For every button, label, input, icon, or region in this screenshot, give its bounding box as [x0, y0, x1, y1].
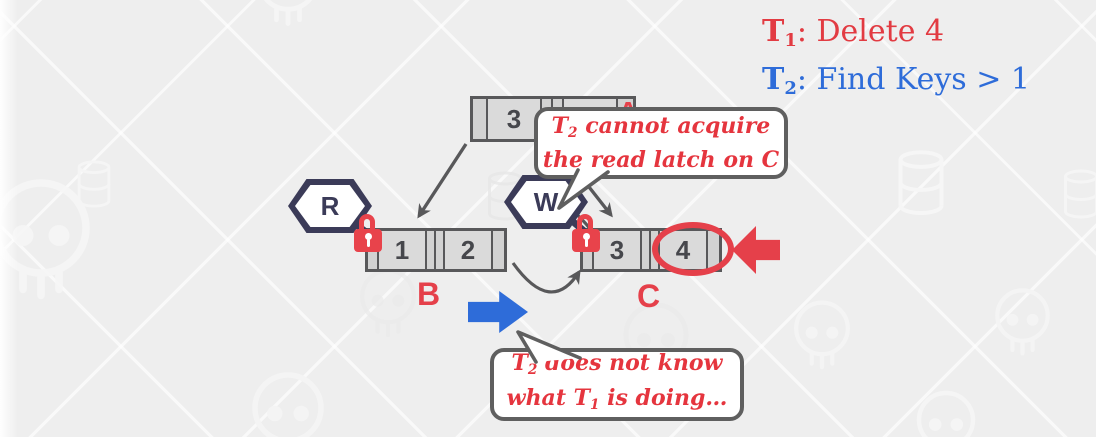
lock-keyhole	[583, 233, 590, 240]
lock-keyhole-stem	[366, 239, 371, 247]
lock-keyhole	[365, 233, 372, 240]
lock-shackle	[577, 214, 593, 232]
callout-cannot-acquire: T2 cannot acquire the read latch on C	[534, 107, 788, 179]
pointer-cell	[473, 99, 488, 139]
padlock-icon	[572, 214, 602, 252]
padlock-icon	[354, 214, 384, 252]
transaction-1-line: T1: Delete 4	[762, 12, 1030, 60]
callout-top-tail	[557, 168, 610, 210]
node-label-b: B	[417, 276, 441, 312]
t2-name: T	[762, 62, 785, 98]
key-cell: 1	[379, 231, 427, 269]
t1-action: : Delete 4	[796, 14, 945, 49]
callout-text: cannot acquire	[577, 113, 771, 140]
pointer-cell	[493, 231, 504, 269]
key-cell: 2	[445, 231, 493, 269]
callout-t: T	[551, 113, 569, 140]
callout-t-subscript: 2	[527, 362, 538, 379]
callout-text: what T	[506, 384, 591, 411]
pointer-cell	[427, 231, 436, 269]
key-4-highlight-circle	[652, 222, 734, 276]
pointer-cell	[642, 231, 651, 269]
t2-subscript: 2	[784, 78, 797, 100]
transaction-2-line: T2: Find Keys > 1	[762, 60, 1030, 108]
lock-shackle	[359, 214, 375, 232]
callout-t: T	[511, 350, 528, 377]
callout-line: the read latch on C	[542, 146, 780, 173]
callout-text: is doing…	[599, 384, 728, 411]
callout-does-not-know: T2 does not know what T1 is doing…	[490, 348, 744, 421]
callout-t-subscript: 2	[568, 125, 578, 142]
latch-type-letter: R	[295, 185, 365, 227]
pointer-root-to-b	[417, 143, 468, 219]
sibling-pointer-b-to-c	[511, 262, 581, 294]
t1-name: T	[762, 14, 785, 49]
callout-line: T2 cannot acquire	[552, 113, 771, 146]
t1-subscript: 1	[784, 30, 797, 52]
read-latch-badge: R	[288, 179, 372, 233]
callout-line: what T1 is doing…	[507, 385, 728, 419]
key-cell: 3	[488, 99, 542, 139]
callout-bottom-tail	[516, 330, 582, 364]
transactions-headline: T1: Delete 4 T2: Find Keys > 1	[762, 12, 1030, 108]
t2-action: : Find Keys > 1	[796, 62, 1030, 98]
lock-keyhole-stem	[584, 239, 589, 247]
key-cell: 3	[594, 231, 642, 269]
callout-t-subscript: 1	[590, 396, 600, 413]
hexagon-border: R	[288, 179, 372, 233]
pointer-cell	[436, 231, 445, 269]
